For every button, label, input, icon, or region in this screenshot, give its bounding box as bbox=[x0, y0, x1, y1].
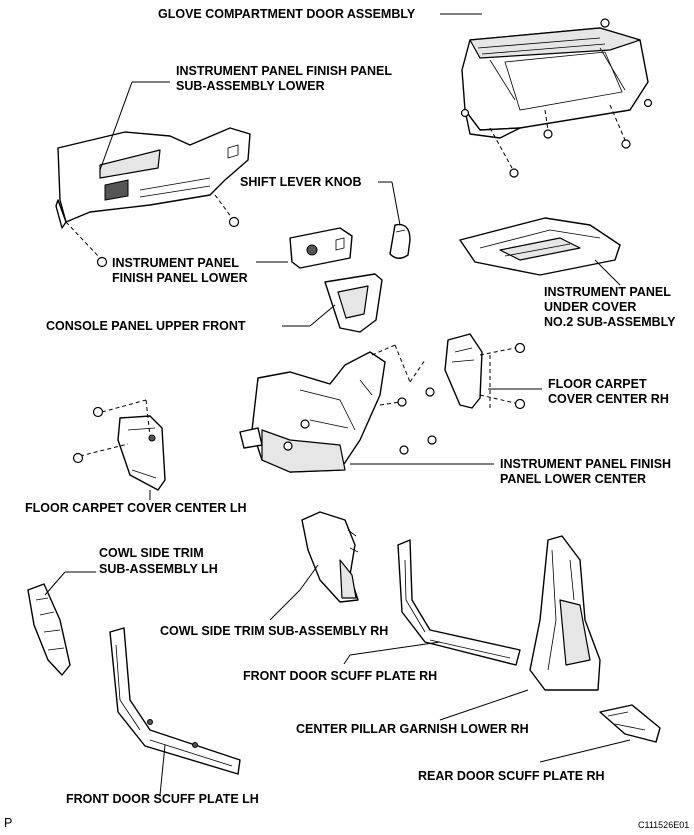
glove-compartment-part bbox=[461, 27, 649, 139]
label-front-scuff-lh: FRONT DOOR SCUFF PLATE LH bbox=[66, 792, 259, 806]
console-panel-upper-front-part bbox=[324, 273, 383, 333]
floor-carpet-cover-lh-part bbox=[117, 415, 166, 491]
ip-lower-center-bolts bbox=[283, 344, 437, 455]
label-lower-center-line2: PANEL LOWER CENTER bbox=[500, 472, 647, 486]
bolt-ip-lower-2 bbox=[228, 216, 240, 228]
leader-cowl-lh-b bbox=[44, 571, 66, 596]
label-cowl-lh-line1: COWL SIDE TRIM bbox=[99, 546, 204, 560]
ip-lower-center-part bbox=[239, 351, 386, 473]
label-ip-finish-panel-lower-line1: INSTRUMENT PANEL bbox=[112, 256, 239, 270]
label-center-pillar: CENTER PILLAR GARNISH LOWER RH bbox=[296, 722, 529, 736]
front-door-scuff-lh-part bbox=[109, 627, 241, 775]
label-rear-scuff-rh: REAR DOOR SCUFF PLATE RH bbox=[418, 769, 605, 783]
floor-carpet-cover-rh-part bbox=[444, 333, 483, 409]
leader-cowl-rh bbox=[269, 589, 301, 621]
label-under-cover-line2: UNDER COVER bbox=[544, 300, 637, 314]
dash-ip-lower-bolt2 bbox=[214, 194, 233, 219]
label-cowl-lh-line2: SUB-ASSEMBLY LH bbox=[99, 562, 218, 576]
leader-console-b bbox=[309, 304, 336, 327]
leader-front-scuff-rh-b bbox=[349, 641, 441, 656]
label-glove-compartment: GLOVE COMPARTMENT DOOR ASSEMBLY bbox=[158, 7, 416, 21]
label-ip-finish-line1: INSTRUMENT PANEL FINISH PANEL bbox=[176, 64, 392, 78]
leader-shift-b bbox=[391, 181, 401, 226]
ip-finish-panel-lower-part bbox=[289, 227, 353, 269]
shift-lever-knob-part bbox=[389, 223, 411, 259]
cowl-side-trim-rh-part bbox=[301, 511, 359, 603]
label-shift-knob: SHIFT LEVER KNOB bbox=[240, 175, 362, 189]
corner-letter: P bbox=[4, 816, 13, 830]
figure-code: C111526E01 bbox=[638, 820, 690, 830]
ip-finish-panel-sub-assembly-lower-part bbox=[55, 127, 251, 229]
label-carpet-rh-line1: FLOOR CARPET bbox=[548, 377, 647, 391]
rear-door-scuff-rh-part bbox=[599, 704, 661, 743]
floor-carpet-rh-bolts bbox=[479, 342, 526, 410]
label-ip-finish-line2: SUB-ASSEMBLY LOWER bbox=[176, 79, 325, 93]
label-under-cover-line1: INSTRUMENT PANEL bbox=[544, 285, 671, 299]
label-cowl-rh: COWL SIDE TRIM SUB-ASSEMBLY RH bbox=[160, 624, 389, 638]
label-carpet-lh: FLOOR CARPET COVER CENTER LH bbox=[25, 501, 247, 515]
label-under-cover-line3: NO.2 SUB-ASSEMBLY bbox=[544, 315, 676, 329]
bolt-ip-lower-1 bbox=[96, 256, 108, 268]
leader-under-cover bbox=[594, 259, 621, 286]
label-lower-center-line1: INSTRUMENT PANEL FINISH bbox=[500, 457, 672, 471]
leader-cowl-rh-b bbox=[299, 564, 319, 591]
leader-front-scuff-rh bbox=[343, 654, 351, 665]
label-carpet-rh-line2: COVER CENTER RH bbox=[548, 392, 669, 406]
center-pillar-garnish-part bbox=[529, 535, 601, 691]
leader-pillar bbox=[439, 689, 529, 721]
dash-ip-lower-bolt bbox=[65, 221, 101, 259]
glove-bolts bbox=[460, 18, 653, 178]
front-door-scuff-rh-part bbox=[397, 539, 521, 666]
label-front-scuff-rh: FRONT DOOR SCUFF PLATE RH bbox=[243, 669, 438, 683]
cowl-side-trim-lh-part bbox=[27, 583, 71, 676]
ip-under-cover-part bbox=[459, 217, 621, 276]
label-console-panel: CONSOLE PANEL UPPER FRONT bbox=[46, 319, 246, 333]
leader-front-scuff-lh bbox=[159, 744, 166, 796]
leader-ip-finish-b bbox=[99, 81, 133, 171]
leader-rear-scuff bbox=[539, 739, 631, 763]
floor-carpet-lh-bolts bbox=[72, 399, 151, 464]
label-ip-finish-panel-lower-line2: FINISH PANEL LOWER bbox=[112, 271, 248, 285]
